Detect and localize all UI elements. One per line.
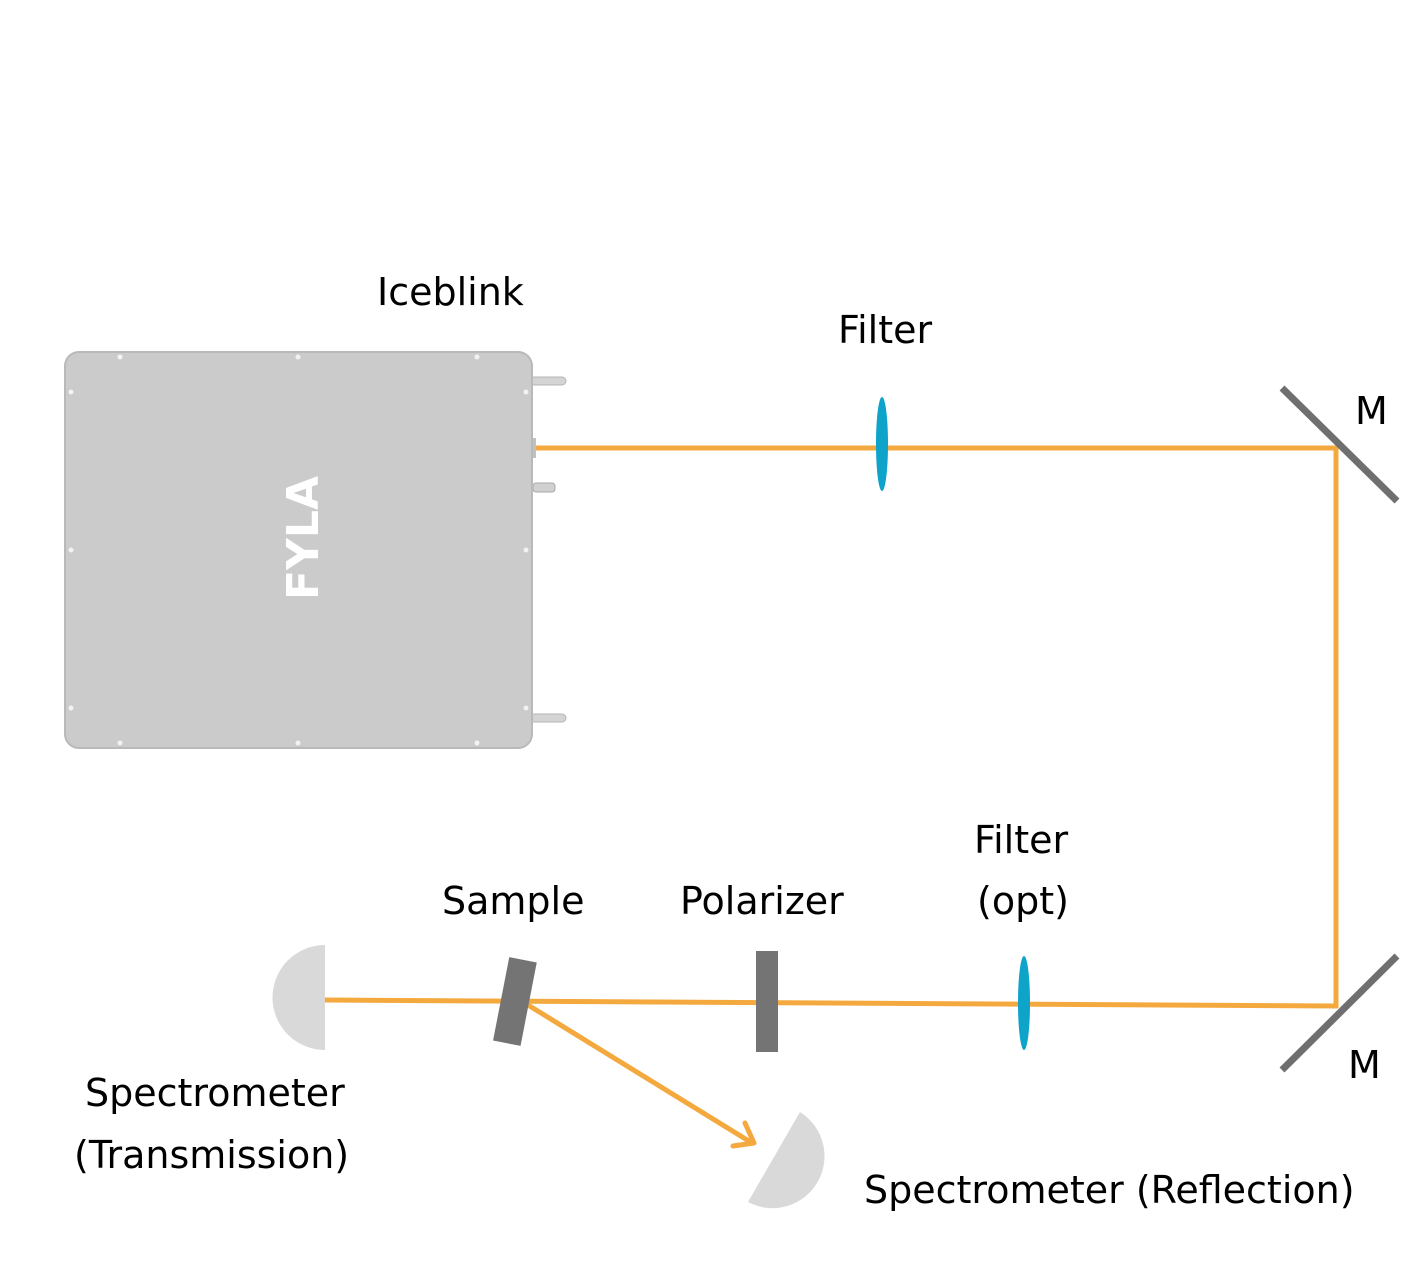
mirror-bottom-label: M — [1348, 1043, 1381, 1087]
spectrometer-transmission-label-line1: Spectrometer — [85, 1071, 345, 1115]
screw-holes — [68, 354, 529, 746]
mirror-top-label: M — [1355, 389, 1388, 433]
beam-segment-bottom — [324, 997, 1339, 1009]
spectrometer-transmission-label-line2: (Transmission) — [74, 1133, 349, 1177]
device-body — [64, 351, 533, 749]
filter-opt-label-line2: (opt) — [977, 879, 1069, 923]
sample — [493, 957, 537, 1046]
connector — [532, 482, 556, 493]
mirror-bottom — [1279, 953, 1400, 1073]
mirror-top — [1279, 385, 1400, 504]
sample-label: Sample — [442, 879, 584, 923]
handle-top — [529, 376, 567, 386]
spectrometer-reflection — [748, 1112, 825, 1209]
arrowhead — [730, 1120, 757, 1149]
handle-bottom — [529, 713, 567, 723]
filter-top — [876, 397, 888, 491]
polarizer-label: Polarizer — [680, 879, 844, 923]
iceblink-label: Iceblink — [377, 270, 524, 314]
laser-beam-path — [324, 445, 1339, 1149]
spectrometer-transmission — [272, 945, 325, 1050]
spectrometer-reflection-label: Spectrometer (Reflection) — [864, 1168, 1355, 1212]
filter-optional — [1018, 956, 1030, 1050]
filter-opt-label-line1: Filter — [974, 818, 1068, 862]
fyla-logo: FYLA — [278, 476, 329, 600]
beam-reflected — [526, 1002, 754, 1146]
filter-top-label: Filter — [838, 308, 932, 352]
polarizer — [756, 951, 778, 1052]
iceblink-laser-device: FYLA — [64, 351, 567, 749]
